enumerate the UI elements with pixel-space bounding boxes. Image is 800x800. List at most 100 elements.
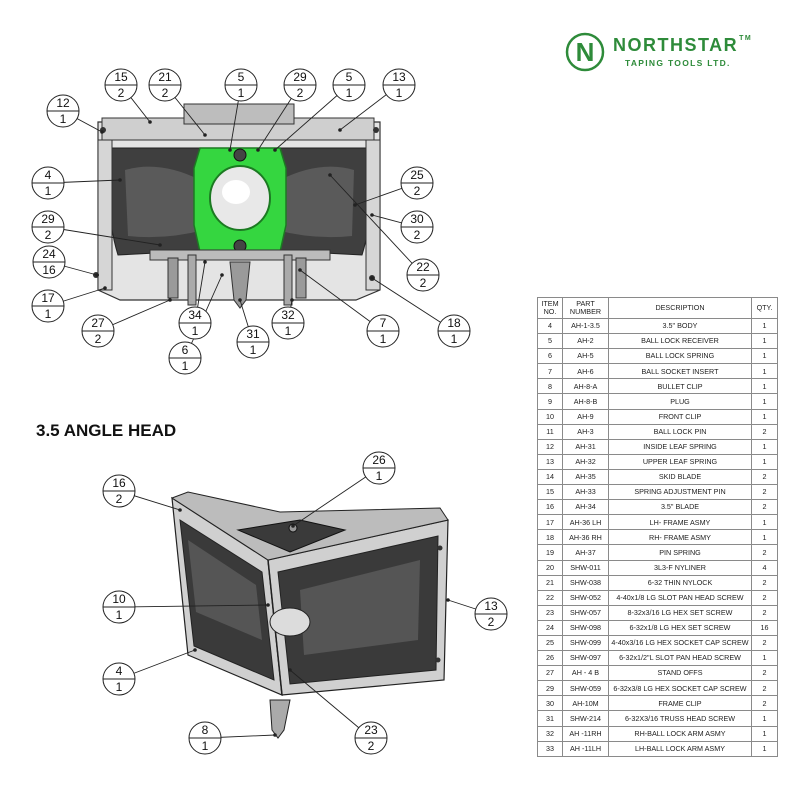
bom-description: RH-BALL LOCK ARM ASMY bbox=[608, 725, 752, 742]
bom-part-number: AH-1-3.5 bbox=[562, 317, 609, 335]
bom-description: 6-32 THIN NYLOCK bbox=[608, 574, 752, 591]
standoff-left bbox=[167, 257, 179, 299]
bom-description: BALL LOCK SPRING bbox=[608, 348, 752, 365]
bom-description: 6-32x1/8 LG HEX SET SCREW bbox=[608, 619, 752, 636]
leader-dot bbox=[203, 260, 207, 264]
callout-qty: 2 bbox=[420, 276, 427, 290]
bom-part-number: AH-37 bbox=[562, 544, 609, 561]
callout-qty: 1 bbox=[380, 332, 387, 346]
bom-qty: 1 bbox=[751, 363, 778, 380]
bom-part-number: AH-34 bbox=[562, 499, 609, 516]
brand-trademark: TM bbox=[739, 35, 753, 42]
bom-qty: 1 bbox=[751, 393, 778, 410]
bom-description: SKID BLADE bbox=[608, 468, 752, 486]
bom-description: FRONT CLIP bbox=[608, 408, 752, 425]
callout-item-29: 292 bbox=[283, 68, 317, 102]
callout-item-7: 71 bbox=[366, 314, 400, 348]
bom-item-no: 27 bbox=[537, 665, 563, 682]
bom-item-no: 12 bbox=[537, 438, 563, 455]
callout-item-number: 13 bbox=[392, 70, 406, 84]
bom-part-number: AH-8-B bbox=[562, 393, 609, 410]
left-wing-panel bbox=[188, 540, 262, 640]
callout-qty: 1 bbox=[250, 343, 257, 357]
bom-item-no: 14 bbox=[537, 468, 563, 486]
northstar-n-icon: N bbox=[565, 32, 605, 72]
leader-dot bbox=[203, 133, 207, 137]
bom-qty: 2 bbox=[751, 634, 778, 652]
callout-item-number: 31 bbox=[246, 327, 260, 341]
bom-qty: 2 bbox=[751, 423, 778, 440]
bom-col-part-number: PART NUMBER bbox=[562, 297, 609, 319]
callout-item-number: 23 bbox=[364, 723, 378, 737]
leader-dot bbox=[290, 298, 294, 302]
callout-qty: 2 bbox=[488, 615, 495, 629]
callout-qty: 1 bbox=[45, 184, 52, 198]
top-screw bbox=[288, 523, 298, 533]
leader-dot bbox=[288, 668, 292, 672]
callout-item-13: 131 bbox=[382, 68, 416, 102]
callout-item-number: 7 bbox=[380, 316, 387, 330]
leader-dot bbox=[338, 128, 342, 132]
section-title: 3.5 ANGLE HEAD bbox=[36, 421, 177, 440]
callout-item-number: 25 bbox=[410, 168, 424, 182]
bom-qty: 1 bbox=[751, 408, 778, 425]
callout-item-number: 17 bbox=[41, 291, 55, 305]
bom-col-description: DESCRIPTION bbox=[608, 297, 752, 319]
callout-item-number: 13 bbox=[484, 599, 498, 613]
callout-item-number: 30 bbox=[410, 212, 424, 226]
callout-item-8: 81 bbox=[188, 721, 222, 755]
bom-part-number: AH-2 bbox=[562, 333, 609, 350]
bom-qty: 1 bbox=[751, 378, 778, 395]
bom-qty: 1 bbox=[751, 453, 778, 470]
bom-item-no: 13 bbox=[537, 453, 563, 470]
callout-item-5: 51 bbox=[332, 68, 366, 102]
bom-description: STAND OFFS bbox=[608, 665, 752, 682]
leader-dot bbox=[220, 273, 224, 277]
callout-item-10: 101 bbox=[102, 590, 136, 624]
bom-item-no: 19 bbox=[537, 544, 563, 561]
leader-dot bbox=[158, 243, 162, 247]
callout-item-30: 302 bbox=[400, 210, 434, 244]
callout-item-15: 152 bbox=[104, 68, 138, 102]
bom-part-number: AH -11RH bbox=[562, 725, 609, 742]
front-view-drawing bbox=[93, 103, 381, 309]
northstar-logo: N NORTHSTARTM TAPING TOOLS LTD. bbox=[565, 30, 765, 74]
callout-item-number: 29 bbox=[41, 212, 55, 226]
callout-item-number: 4 bbox=[45, 168, 52, 182]
callout-qty: 16 bbox=[42, 263, 56, 277]
callout-item-34: 341 bbox=[178, 306, 212, 340]
callout-item-31: 311 bbox=[236, 325, 270, 359]
screw-right-2 bbox=[435, 657, 441, 663]
bom-part-number: AH-31 bbox=[562, 438, 609, 455]
standoff-right bbox=[295, 257, 307, 299]
bom-part-number: AH-8-A bbox=[562, 378, 609, 395]
bom-part-number: AH-3 bbox=[562, 423, 609, 440]
leader-dot bbox=[148, 120, 152, 124]
bom-qty: 2 bbox=[751, 604, 778, 621]
ball-socket-highlight bbox=[222, 180, 250, 204]
bom-col-qty: QTY. bbox=[751, 297, 778, 319]
bom-qty: 2 bbox=[751, 589, 778, 606]
triangle-cover bbox=[236, 519, 347, 553]
callout-qty: 2 bbox=[162, 86, 169, 100]
callout-qty: 2 bbox=[116, 492, 123, 506]
callout-item-number: 24 bbox=[42, 247, 56, 261]
bom-item-no: 6 bbox=[537, 348, 563, 365]
leader-line bbox=[299, 269, 384, 332]
leader-dot bbox=[193, 648, 197, 652]
bom-description: 6-32x3/8 LG HEX SOCKET CAP SCREW bbox=[608, 680, 752, 697]
bom-description: 3.5" BLADE bbox=[608, 499, 752, 516]
bom-item-no: 5 bbox=[537, 333, 563, 350]
callout-item-27: 272 bbox=[81, 314, 115, 348]
lower-bar bbox=[149, 249, 331, 261]
bom-part-number: SHW-098 bbox=[562, 619, 609, 636]
